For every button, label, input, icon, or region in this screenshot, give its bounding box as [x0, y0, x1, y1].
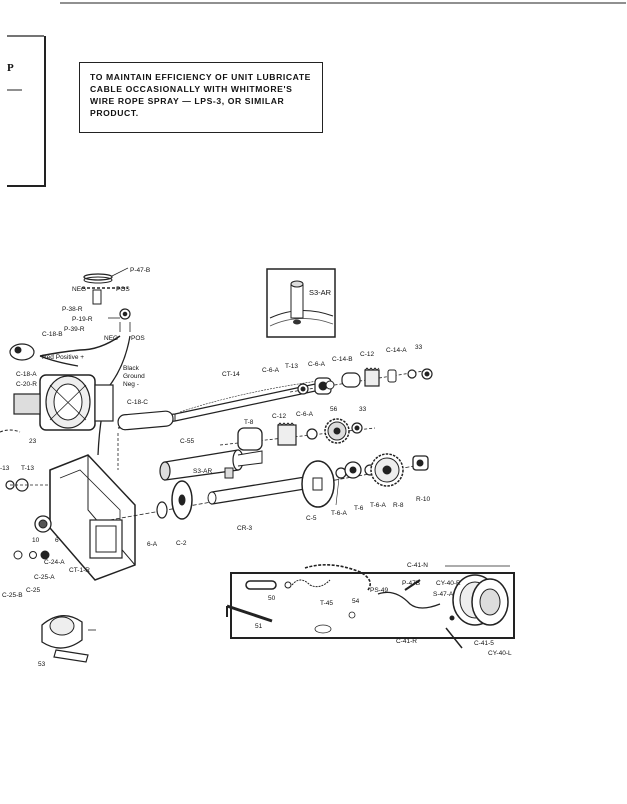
- label-51: 51: [255, 623, 263, 630]
- cable-ct14: [117, 380, 321, 431]
- label-c41n: C-41-N: [407, 562, 428, 569]
- label-p47b: P-47-B: [130, 267, 150, 274]
- label-ps49: PS-49: [370, 587, 388, 594]
- label-p47b-kit: P-47B: [402, 580, 420, 587]
- label-black: Black: [123, 365, 140, 372]
- page-border-marks: [7, 2, 626, 187]
- label-t13-left: T-13: [21, 465, 34, 472]
- label-t6: T-6: [354, 505, 364, 512]
- label-c55: C-55: [180, 438, 194, 445]
- label-s47a: S-47-A: [433, 591, 454, 598]
- bracket-53: [41, 615, 96, 663]
- notice-line-4: PRODUCT.: [90, 108, 139, 118]
- label-r10: R-10: [416, 496, 430, 503]
- label-13: -13: [0, 465, 10, 472]
- label-23: 23: [29, 438, 37, 445]
- label-c18a: C-18-A: [16, 371, 37, 378]
- label-c14a: C-14-A: [386, 347, 407, 354]
- frame-assembly: [5, 433, 136, 581]
- label-c5: C-5: [306, 515, 317, 522]
- label-c6a-2: C-6-A: [308, 361, 326, 368]
- label-s3ar: S3-AR: [193, 468, 212, 475]
- label-10: 10: [32, 537, 40, 544]
- notice-line-1: TO MAINTAIN EFFICIENCY OF UNIT LUBRICATE: [90, 72, 312, 82]
- label-c18c: C-18-C: [127, 399, 148, 406]
- label-c12-1: C-12: [360, 351, 374, 358]
- label-neg2: NEG: [104, 335, 118, 342]
- s3ar-detail-inset: S3-AR: [266, 268, 336, 338]
- label-t6a-1: T-6-A: [331, 510, 348, 517]
- upper-hardware-row: [289, 367, 433, 395]
- label-p19r: P-19-R: [72, 316, 93, 323]
- label-c415: C-41-5: [474, 640, 494, 647]
- label-c25a: C-25-A: [34, 574, 55, 581]
- accessory-kit-box: [226, 564, 515, 649]
- label-p38r: P-38-R: [62, 306, 83, 313]
- label-53: 53: [38, 661, 46, 668]
- label-r8: R-8: [393, 502, 404, 509]
- label-p39r: P-39-R: [64, 326, 85, 333]
- label-c2: C-2: [176, 540, 187, 547]
- label-c14b: C-14-B: [332, 356, 353, 363]
- label-50: 50: [268, 595, 276, 602]
- label-c12-2: C-12: [272, 413, 286, 420]
- label-c6a-1: C-6-A: [262, 367, 280, 374]
- label-c18b: C-18-B: [42, 331, 63, 338]
- label-ct14: CT-14: [222, 371, 240, 378]
- label-neg: NEG: [72, 286, 86, 293]
- label-56: 56: [330, 406, 338, 413]
- label-t8: T-8: [244, 419, 254, 426]
- label-pos: POS: [116, 286, 130, 293]
- label-cy40r: CY-40-R: [436, 580, 461, 587]
- label-c25: C-25: [26, 587, 40, 594]
- label-red-positive: Red Positive +: [42, 354, 84, 361]
- label-t13: T-13: [285, 363, 298, 370]
- label-c41r: C-41-R: [396, 638, 417, 645]
- label-cr3: CR-3: [237, 525, 253, 532]
- label-33-1: 33: [415, 344, 423, 351]
- label-neg-minus: Neg -: [123, 381, 139, 388]
- label-ct1r: CT-1-R: [69, 567, 90, 574]
- label-54: 54: [352, 598, 360, 605]
- label-cy40l: CY-40-L: [488, 650, 512, 657]
- side-marker: P: [7, 62, 14, 74]
- drum-c55: [159, 449, 263, 481]
- lubrication-notice: TO MAINTAIN EFFICIENCY OF UNIT LUBRICATE…: [79, 62, 323, 133]
- notice-line-3: WIRE ROPE SPRAY — LPS-3, OR SIMILAR: [90, 96, 285, 106]
- label-6a: 6-A: [147, 541, 158, 548]
- motor-assembly: [0, 343, 114, 433]
- label-c6a-3: C-6-A: [296, 411, 314, 418]
- label-c20r: C-20-R: [16, 381, 37, 388]
- inset-label: S3-AR: [309, 288, 332, 297]
- label-pos2: POS: [131, 335, 145, 342]
- label-33-2: 33: [359, 406, 367, 413]
- label-t45: T-45: [320, 600, 333, 607]
- label-t6a-2: T-6-A: [370, 502, 387, 509]
- main-shaft-assembly: [109, 453, 429, 521]
- label-c25b: C-25-B: [2, 592, 23, 599]
- labels: P-47-B NEG POS P-38-R P-19-R P-39-R NEG …: [0, 267, 512, 668]
- label-6: 6: [55, 537, 59, 544]
- label-c24a: C-24-A: [44, 559, 65, 566]
- middle-gear-row: [219, 418, 376, 451]
- label-ground: Ground: [123, 373, 145, 380]
- notice-line-2: CABLE OCCASIONALLY WITH WHITMORE'S: [90, 84, 293, 94]
